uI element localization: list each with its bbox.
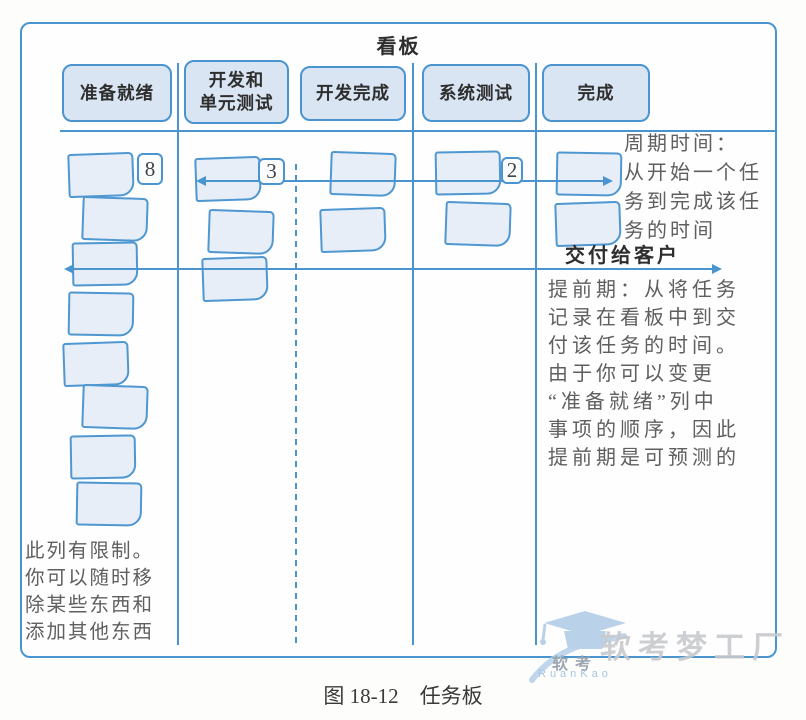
column-divider-1: [177, 63, 179, 645]
wip-limit-badge-system-test: 2: [501, 157, 523, 184]
task-card-ready: [71, 241, 139, 287]
watermark-logo: 软考 RuanKao: [528, 606, 638, 686]
cycle-time-note: 周期时间： 从开始一个任 务到完成该任 务的时间: [624, 133, 762, 242]
task-card-ready: [62, 340, 130, 388]
column-header-done: 完成: [542, 64, 650, 122]
watermark-latin-text: RuanKao: [538, 668, 612, 680]
lead-time-arrowhead-left-icon: [64, 264, 74, 274]
column-divider-3: [535, 63, 537, 645]
watermark-small-text: 软考: [552, 656, 599, 673]
column-header-dev-and-unit-test: 开发和 单元测试: [184, 60, 289, 124]
task-card-done: [555, 151, 623, 197]
cycle-time-arrowhead-left-icon: [196, 176, 206, 186]
task-card-system-test: [434, 150, 502, 196]
watermark-brand-text: 软考梦工厂: [600, 630, 790, 665]
task-card-dev-done: [329, 150, 397, 198]
column-divider-dashed: [295, 164, 297, 648]
lead-time-arrowhead-right-icon: [712, 264, 722, 274]
header-separator-line: [60, 130, 776, 132]
wip-limit-badge-ready: 8: [137, 153, 163, 185]
cycle-time-arrow-line: [202, 180, 610, 182]
wip-limit-badge-dev-and-unit-test: 3: [258, 158, 285, 185]
deliver-to-customer-label: 交付给客户: [565, 245, 680, 267]
task-card-dev-and-unit-test: [207, 208, 275, 256]
graduation-cap-icon: [529, 611, 627, 683]
task-card-ready: [81, 383, 149, 431]
task-card-ready: [69, 434, 137, 480]
column-header-dev-done: 开发完成: [300, 66, 406, 121]
lead-time-arrow-line: [72, 268, 714, 270]
board-title: 看板: [376, 36, 421, 58]
task-card-ready: [67, 291, 135, 337]
column-limit-note: 此列有限制。 你可以随时移 除某些东西和 添加其他东西: [25, 541, 155, 643]
task-card-system-test: [444, 200, 512, 248]
task-card-ready: [67, 151, 135, 199]
task-card-ready: [75, 481, 143, 527]
figure-caption: 图 18-12 任务板: [323, 684, 483, 708]
column-header-system-test: 系统测试: [422, 64, 530, 122]
kanban-board: [20, 22, 777, 658]
task-card-ready: [81, 195, 149, 243]
lead-time-note: 提前期：从将任务 记录在看板中到交 付该任务的时间。 由于你可以变更 “准备就绪…: [548, 279, 740, 469]
cycle-time-arrowhead-right-icon: [603, 176, 613, 186]
task-card-dev-and-unit-test: [201, 255, 269, 303]
task-card-dev-done: [319, 206, 387, 254]
column-divider-2: [412, 63, 414, 645]
column-header-ready: 准备就绪: [62, 64, 172, 122]
